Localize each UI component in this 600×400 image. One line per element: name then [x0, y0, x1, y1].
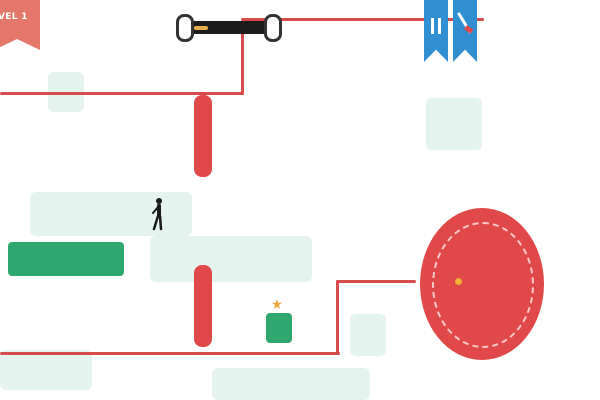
rail [241, 26, 244, 95]
stickman-player [152, 198, 163, 231]
star-icon [272, 299, 282, 309]
pause-button[interactable] [424, 0, 448, 62]
green-platform [8, 242, 124, 276]
bg-block [30, 192, 192, 236]
level-badge [0, 0, 40, 50]
hammer-icon [457, 12, 474, 34]
rail [336, 280, 416, 283]
tools-button[interactable] [453, 0, 477, 62]
rail [0, 92, 244, 95]
bg-block [150, 236, 312, 282]
saw-blade-ring [432, 222, 534, 348]
green-block [266, 313, 292, 343]
red-pillar [194, 95, 212, 177]
rope-bar[interactable] [184, 21, 272, 34]
saw-blade-hub [455, 278, 462, 285]
bg-block [350, 314, 386, 356]
rope-end-left[interactable] [176, 14, 194, 42]
pause-icon [431, 18, 441, 34]
bg-block [426, 98, 482, 150]
rail [0, 352, 340, 355]
level-label: VEL 1 [0, 12, 28, 22]
bg-block [212, 368, 370, 400]
rope-bar-highlight [194, 26, 208, 30]
rail [241, 18, 285, 21]
red-pillar [194, 265, 212, 347]
rail [276, 18, 484, 21]
bg-block [0, 350, 92, 390]
rail [336, 280, 339, 355]
rope-end-right[interactable] [264, 14, 282, 42]
